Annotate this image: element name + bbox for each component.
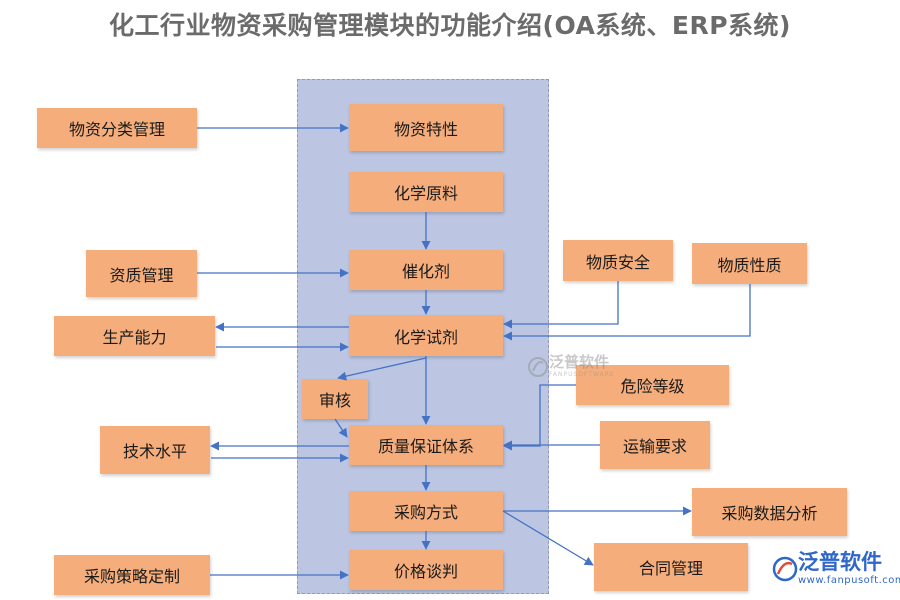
edge-shenhe-baozheng xyxy=(334,418,348,438)
node-wuzi-fenlei: 物资分类管理 xyxy=(37,108,197,148)
node-cuihuaji: 催化剂 xyxy=(349,250,503,290)
edge-fangshi-hetong xyxy=(502,510,594,566)
node-weixian-dengji: 危险等级 xyxy=(576,365,729,405)
edge-weixian-baozheng xyxy=(503,384,576,451)
watermark-center: 泛普软件 FANPUSOFTWARE xyxy=(527,355,615,378)
node-zhiliang-baozheng: 质量保证体系 xyxy=(349,425,503,465)
node-caigou-shuju: 采购数据分析 xyxy=(692,488,847,536)
edge-shiji-shenhe xyxy=(337,357,427,381)
watermark-brand: 泛普软件 xyxy=(549,353,610,371)
node-yunshu-yaoqiu: 运输要求 xyxy=(600,421,710,469)
node-hetong-guanli: 合同管理 xyxy=(594,543,748,591)
logo-url: www.fanpusoft.com xyxy=(798,575,900,586)
node-shenhe: 审核 xyxy=(302,379,368,419)
node-shengchan-nengli: 生产能力 xyxy=(54,316,215,356)
brand-swirl-icon xyxy=(772,556,798,582)
node-huaxue-shiji: 化学试剂 xyxy=(349,315,503,356)
node-wuzi-texing: 物资特性 xyxy=(349,104,503,151)
logo-brand: 泛普软件 xyxy=(798,550,882,574)
node-jishu-shuiping: 技术水平 xyxy=(100,426,210,474)
watermark-sub: FANPUSOFTWARE xyxy=(549,371,615,378)
brand-logo: 泛普软件 www.fanpusoft.com xyxy=(772,552,900,586)
page-title: 化工行业物资采购管理模块的功能介绍(OA系统、ERP系统) xyxy=(109,11,791,40)
edge-xingzhi-shiji xyxy=(503,284,751,341)
node-zizhi-guanli: 资质管理 xyxy=(86,250,197,297)
node-wuzhi-anquan: 物质安全 xyxy=(563,240,673,281)
brand-logo-icon xyxy=(528,356,548,377)
node-caigou-fangshi: 采购方式 xyxy=(349,491,503,531)
node-wuzhi-xingzhi: 物质性质 xyxy=(692,243,807,284)
edge-anquan-shiji xyxy=(503,281,619,329)
node-huaxue-yuanliao: 化学原料 xyxy=(349,172,503,212)
node-caigou-celue: 采购策略定制 xyxy=(54,555,210,595)
node-jiage-tanpan: 价格谈判 xyxy=(349,550,503,590)
